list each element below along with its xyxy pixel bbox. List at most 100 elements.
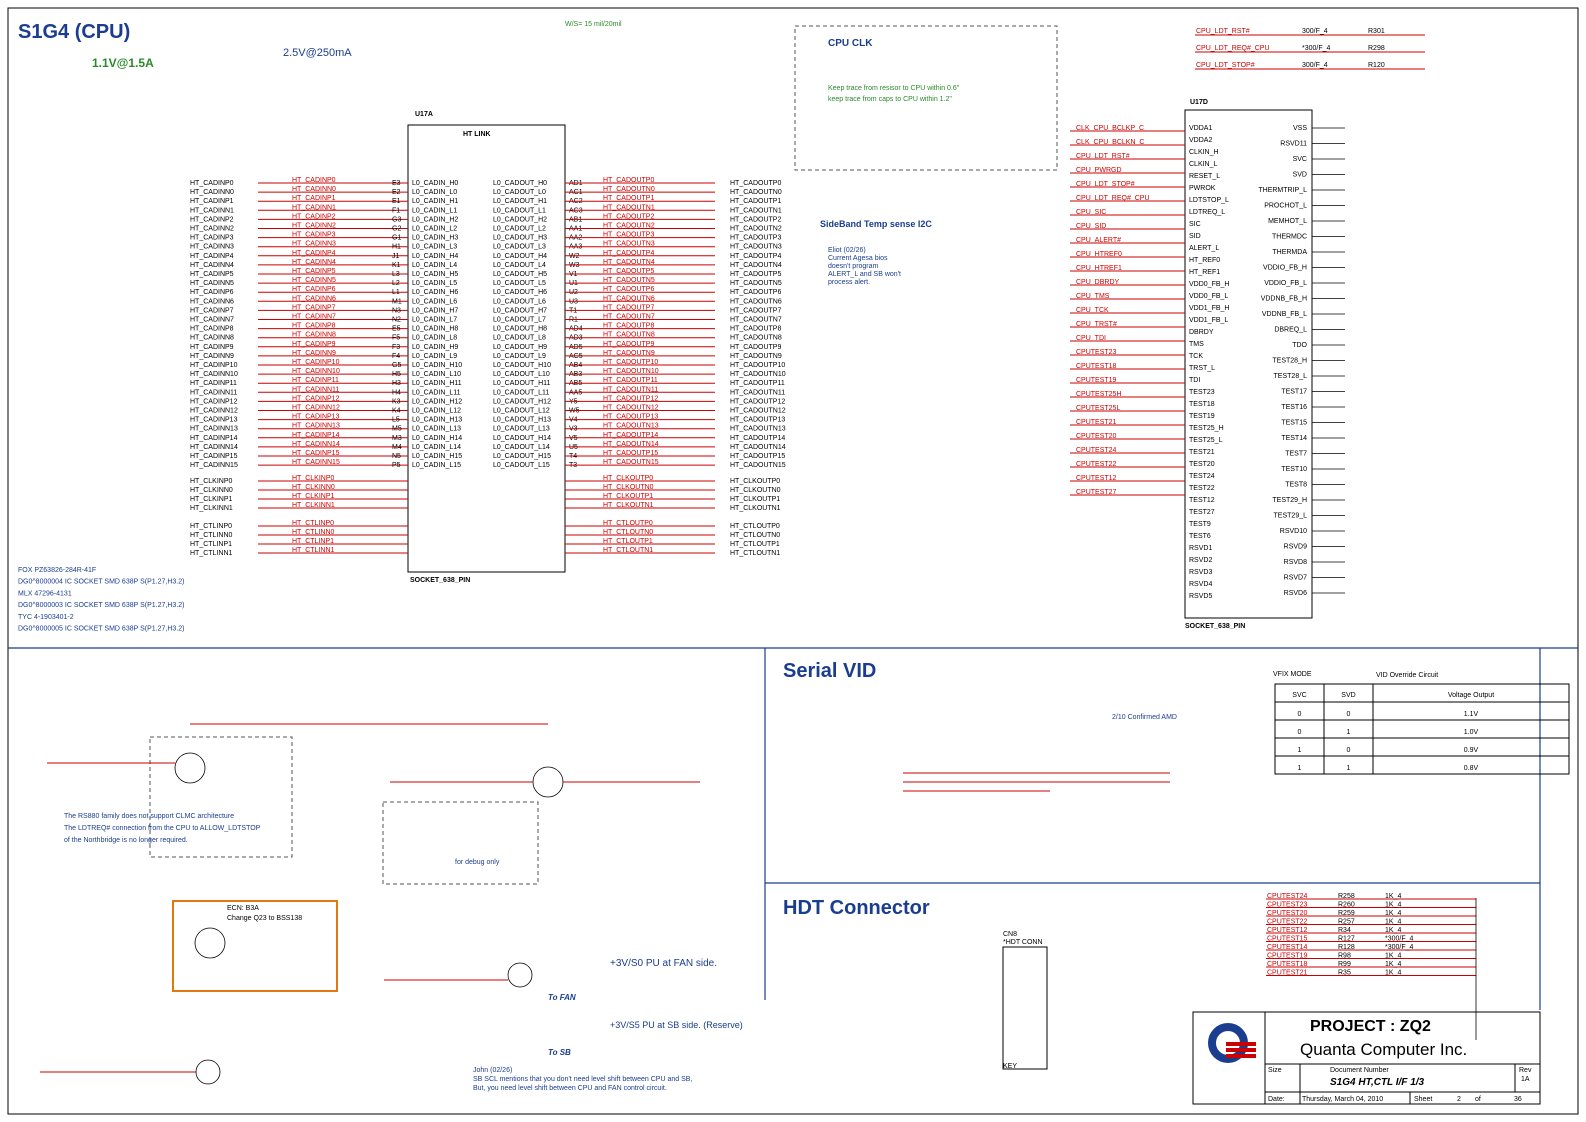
u17d-symbol [1184, 109, 1313, 619]
ht-out-wire-label: HT_CADOUTP9 [603, 341, 654, 348]
socket-note-line: DG0^8000005 IC SOCKET SMD 638P S(P1.27,H… [18, 626, 184, 633]
u17d-pin-left: TEST21 [1189, 449, 1215, 456]
ht-in-wire-label: HT_CADINN2 [292, 223, 336, 230]
ht-out-net-label: HT_CADOUTN14 [730, 444, 786, 451]
u17d-pin-right: MEMHOT_L [1268, 218, 1307, 225]
hdt-title: HDT Connector [783, 897, 930, 919]
hdt-name: *HDT CONN [1003, 939, 1043, 946]
u17d-pin-left: VDD0_FB_H [1189, 281, 1229, 288]
eliot-note-line: Eliot (02/26) [828, 247, 866, 254]
doc-title: S1G4 HT,CTL I/F 1/3 [1330, 1077, 1425, 1088]
u17d-left-net: CPU_HTREF1 [1076, 265, 1122, 272]
ht-in-ball: G1 [392, 235, 401, 242]
vid-table-cell: 1 [1298, 765, 1302, 772]
u17a-pin-in: L0_CADIN_L8 [412, 335, 457, 342]
u17a-pin-out: L0_CADOUT_H4 [493, 253, 547, 260]
ht-out-net-label: HT_CADOUTN8 [730, 335, 782, 342]
q21-dashed-box [149, 736, 293, 858]
date-label: Date: [1268, 1096, 1285, 1103]
ht-in-wire-label: HT_CADINN15 [292, 459, 340, 466]
ht-out-net-label: HT_CADOUTN7 [730, 317, 782, 324]
vid-table-cell: 1 [1298, 747, 1302, 754]
ht-aux-out-wire-label: HT_CLKOUTN0 [603, 484, 654, 491]
u17a-pin-out: L0_CADOUT_L1 [493, 207, 546, 214]
socket-note-line: DG0^8000004 IC SOCKET SMD 638P S(P1.27,H… [18, 579, 184, 586]
ht-out-net-label: HT_CADOUTP11 [730, 380, 785, 387]
ht-out-net-label: HT_CADOUTN2 [730, 226, 782, 233]
ht-out-net-label: HT_CADOUTN3 [730, 244, 782, 251]
ht-in-wire-label: HT_CADINP2 [292, 213, 336, 220]
u17d-left-net: CPU_LDT_RST# [1076, 153, 1130, 160]
ht-out-net-label: HT_CADOUTN9 [730, 353, 782, 360]
ht-aux-out-label: HT_CTLOUTN1 [730, 550, 780, 557]
ht-in-wire-label: HT_CADINN13 [292, 423, 340, 430]
u17a-pin-out: L0_CADOUT_L4 [493, 262, 546, 269]
ht-aux-in-wire-label: HT_CLKINP0 [292, 475, 335, 482]
ht-in-ball: K4 [392, 408, 401, 415]
u17d-pin-right: TEST8 [1285, 482, 1307, 489]
rev-value: 1A [1521, 1076, 1530, 1083]
u17a-pin-out: L0_CADOUT_H15 [493, 453, 551, 460]
u17d-left-net: CPUTEST19 [1076, 377, 1117, 384]
u17d-pin-left: HT_REF1 [1189, 269, 1220, 276]
ldt-res-net: CPU_LDT_STOP# [1196, 62, 1255, 69]
ht-in-wire-label: HT_CADINP8 [292, 323, 336, 330]
ht-in-wire-label: HT_CADINN9 [292, 350, 336, 357]
ldt-res-value: 300/F_4 [1302, 28, 1328, 35]
svc-svd-bus [903, 772, 1170, 792]
u17a-pin-in: L0_CADIN_H3 [412, 235, 458, 242]
u17d-left-net: CPU_HTREF0 [1076, 251, 1122, 258]
hdt-res-value: 1K_4 [1385, 919, 1401, 926]
ht-out-net-label: HT_CADOUTN5 [730, 280, 782, 287]
ht-in-ball: F3 [392, 344, 400, 351]
u17a-pin-in: L0_CADIN_L1 [412, 207, 457, 214]
u17d-pin-left: DBRDY [1189, 329, 1214, 336]
u17d-pin-left: SIC [1189, 221, 1201, 228]
ht-aux-out-wire-label: HT_CLKOUTN1 [603, 502, 654, 509]
u17a-pin-out: L0_CADOUT_H10 [493, 362, 551, 369]
ht-in-ball: E5 [392, 326, 401, 333]
ht-out-wire-label: HT_CADOUTN5 [603, 277, 655, 284]
u17d-pin-left: VDDA2 [1189, 137, 1212, 144]
hdt-res-value: 1K_4 [1385, 893, 1401, 900]
u17a-pin-in: L0_CADIN_L0 [412, 189, 457, 196]
ht-in-wire-label: HT_CADINN14 [292, 441, 340, 448]
ht-out-net-label: HT_CADOUTN15 [730, 462, 786, 469]
ht-out-wire-label: HT_CADOUTP2 [603, 213, 654, 220]
hdt-res-net: CPUTEST18 [1267, 961, 1308, 968]
u17d-pin-left: RSVD1 [1189, 545, 1212, 552]
u17a-pin-out: L0_CADOUT_H8 [493, 326, 547, 333]
u17d-pin-right: THERMDC [1272, 234, 1307, 241]
ht-aux-in-wire-label: HT_CTLINN0 [292, 529, 335, 536]
company-name: Quanta Computer Inc. [1300, 1040, 1467, 1059]
rs880-note-line: The RS880 family does not support CLMC a… [64, 813, 234, 820]
u17a-pin-out: L0_CADOUT_L15 [493, 462, 550, 469]
u17d-left-net: CLK_CPU_BCLKN_C [1076, 139, 1144, 146]
sheet-label: Sheet [1414, 1096, 1432, 1103]
cpu-clk-note2: keep trace from caps to CPU within 1.2" [828, 96, 952, 103]
ht-out-net-label: HT_CADOUTN10 [730, 371, 786, 378]
hdt-res-net: CPUTEST21 [1267, 970, 1308, 977]
hdt-res-value: 1K_4 [1385, 970, 1401, 977]
u17d-pin-right: VDDIO_FB_L [1264, 280, 1307, 287]
hdt-res-net: CPUTEST24 [1267, 893, 1308, 900]
u17d-pin-left: TDI [1189, 377, 1200, 384]
hdt-res-ref: R128 [1338, 944, 1355, 951]
hdt-res-ref: R257 [1338, 919, 1355, 926]
ht-in-net-label: HT_CADINN10 [190, 371, 238, 378]
ecn-box [172, 900, 338, 992]
u17a-pin-out: L0_CADOUT_H13 [493, 417, 551, 424]
ht-out-net-label: HT_CADOUTN6 [730, 298, 782, 305]
ht-in-net-label: HT_CADINN0 [190, 189, 234, 196]
u17a-pin-in: L0_CADIN_H7 [412, 307, 458, 314]
ht-in-ball: J1 [392, 253, 400, 260]
u17a-pin-in: L0_CADIN_H5 [412, 271, 458, 278]
ht-aux-out-label: HT_CLKOUTP1 [730, 496, 780, 503]
ht-in-net-label: HT_CADINP7 [190, 307, 234, 314]
sheet-value: 2 [1457, 1096, 1461, 1103]
ht-aux-in-wire-label: HT_CTLINP1 [292, 538, 334, 545]
ldt-res-net: CPU_LDT_REQ#_CPU [1196, 45, 1270, 52]
u17a-pin-out: L0_CADOUT_L10 [493, 371, 550, 378]
